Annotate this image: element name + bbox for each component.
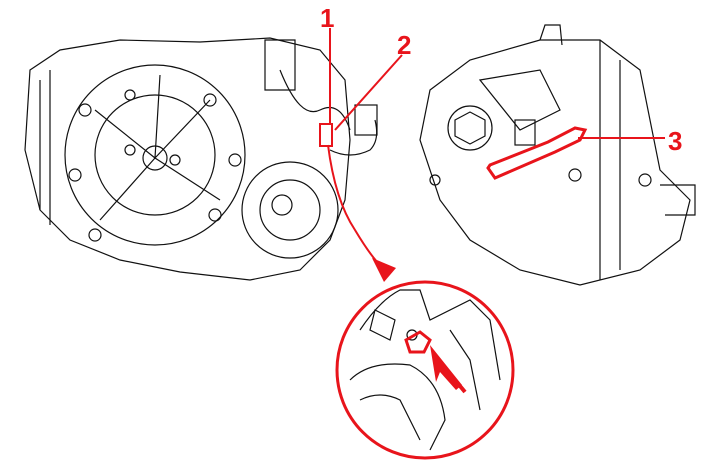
curved-arrow-icon <box>372 258 396 282</box>
transmission-rear-view <box>419 24 696 286</box>
harness-3-highlight <box>486 126 588 180</box>
detail-connector-line <box>327 144 381 266</box>
detail-connector-highlight <box>404 330 432 354</box>
connector-1-highlight <box>319 123 333 147</box>
transmission-front-view <box>24 37 378 281</box>
detail-magnifier-circle <box>335 280 515 460</box>
callout-1: 1 <box>320 3 335 33</box>
callout-2: 2 <box>397 30 412 60</box>
leader-line-2 <box>334 54 403 131</box>
highlight-markers <box>319 28 665 266</box>
callout-3: 3 <box>668 126 683 156</box>
